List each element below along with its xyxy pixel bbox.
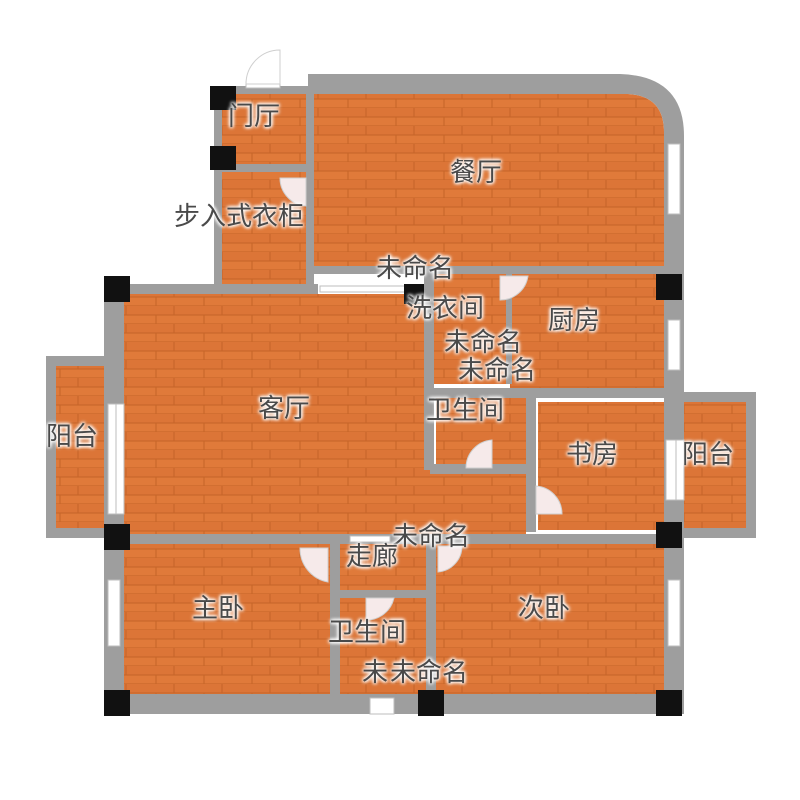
wall-foyer-mid — [222, 164, 308, 172]
window-dining — [667, 143, 681, 215]
wall-left-balcony-b — [46, 528, 108, 538]
door-bath-bottom — [365, 597, 395, 621]
window-bath-bottom — [369, 697, 395, 715]
wall-kitchen-mid — [506, 274, 512, 384]
window-living-r — [115, 403, 125, 515]
column — [104, 276, 130, 302]
column — [104, 690, 130, 716]
door-master — [299, 547, 329, 583]
label-unnamed-mid1: 未命名 — [444, 328, 523, 358]
column — [210, 146, 236, 170]
wall-foyer-left — [214, 86, 222, 290]
label-unnamed-bottom-b: 未命名 — [390, 658, 469, 688]
label-corridor: 走廊 — [346, 542, 399, 572]
columns — [104, 86, 682, 716]
window-living-l — [107, 403, 117, 515]
column — [210, 86, 236, 110]
label-bathroom-top: 卫生间 — [426, 396, 505, 426]
wall-bath-bottom — [430, 464, 530, 474]
column — [656, 274, 682, 300]
label-living: 客厅 — [258, 394, 311, 424]
windows — [107, 81, 685, 715]
wall-left-balcony — [46, 356, 108, 366]
label-kitchen: 厨房 — [548, 306, 601, 336]
door-bath-top — [465, 439, 493, 469]
label-unnamed-corridor: 未命名 — [392, 522, 471, 552]
floors — [54, 94, 746, 694]
label-dining: 餐厅 — [450, 158, 503, 188]
label-balcony-left: 阳台 — [46, 422, 99, 452]
door-foyer — [245, 49, 281, 85]
column — [418, 690, 444, 716]
wall-kitchen-bottom — [430, 388, 684, 398]
door-closet — [279, 177, 307, 207]
corridor-floor — [340, 544, 426, 590]
window-master — [107, 579, 121, 647]
column — [656, 522, 682, 548]
label-foyer: 门厅 — [228, 102, 281, 132]
second-floor — [436, 544, 664, 694]
column — [104, 524, 130, 550]
wall-dining-top — [308, 74, 684, 140]
wall-right-balcony-b — [680, 528, 756, 538]
label-balcony-right: 阳台 — [682, 440, 735, 470]
window-kitchen — [667, 319, 681, 371]
master-floor — [124, 544, 330, 694]
doors — [245, 49, 563, 621]
wall-laundry-left — [424, 274, 434, 470]
wall-master-right — [330, 544, 340, 694]
wall-living-bottom — [104, 534, 684, 544]
window-study-l — [665, 439, 677, 501]
wall-bath-top — [340, 590, 426, 598]
living-floor-ext — [430, 474, 526, 536]
wall-bath-right — [526, 396, 536, 532]
foyer-floor — [222, 94, 308, 164]
door-second — [437, 545, 463, 573]
wall-closet-bottom — [104, 284, 318, 294]
column — [404, 284, 424, 304]
label-unnamed-top: 未命名 — [376, 254, 455, 284]
window-corridor — [349, 535, 391, 543]
wall-right-balcony-r — [746, 392, 756, 538]
window-second — [667, 579, 681, 647]
kitchen-floor — [510, 274, 664, 392]
label-unnamed-mid2: 未命名 — [458, 356, 537, 386]
label-laundry: 洗衣间 — [406, 294, 485, 324]
wall-right-balcony-t — [680, 392, 754, 402]
laundry-floor — [430, 274, 508, 384]
door-kitchen — [499, 275, 529, 301]
wall-foyer-right — [306, 86, 314, 286]
label-bathroom-bottom: 卫生间 — [328, 618, 407, 648]
window-study-r — [675, 439, 685, 501]
label-unnamed-bottom-a: 未 — [362, 658, 389, 688]
wall-left-balcony-l — [46, 356, 56, 538]
living-floor — [124, 294, 430, 536]
label-study: 书房 — [566, 440, 619, 470]
label-master-bedroom: 主卧 — [192, 594, 245, 624]
wall-dining-bottom — [312, 266, 668, 274]
door-study — [535, 485, 563, 515]
dining-floor — [312, 94, 664, 268]
balcony-left-floor — [54, 366, 106, 528]
wall-corridor-right — [426, 544, 436, 694]
label-walkin-closet: 步入式衣柜 — [174, 202, 305, 232]
wall-foyer-top — [216, 86, 312, 94]
balcony-right-floor — [684, 402, 746, 528]
label-second-bedroom: 次卧 — [518, 594, 571, 624]
column — [656, 690, 682, 716]
